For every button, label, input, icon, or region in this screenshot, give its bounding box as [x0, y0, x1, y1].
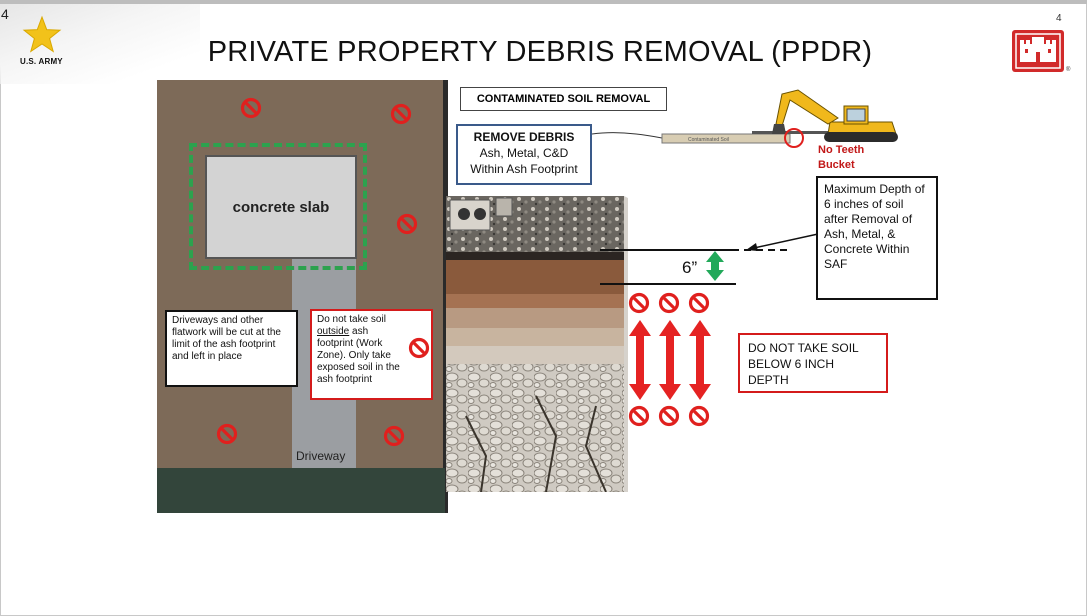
outside-note-text-1: Do not take soil	[317, 314, 386, 325]
outside-footprint-text: Do not take soil outside ash footprint (…	[317, 314, 401, 386]
ash-footprint-boundary	[189, 143, 367, 270]
excavator-illustration: Contaminated Soil	[592, 89, 898, 148]
concrete-slab-label: concrete slab	[232, 198, 330, 216]
registered-mark: ®	[1066, 67, 1071, 73]
usace-castle-icon	[1012, 30, 1064, 72]
outside-footprint-note: Do not take soil outside ash footprint (…	[310, 309, 433, 400]
window-top-border	[0, 0, 1087, 4]
driveway-note: Driveways and other flatwork will be cut…	[165, 310, 298, 387]
outside-note-text-2: ash footprint (Work Zone). Only take exp…	[317, 326, 400, 385]
prohibition-icon	[628, 405, 650, 427]
slide-number-right: 4	[1056, 13, 1062, 24]
remove-debris-heading: REMOVE DEBRIS	[473, 130, 575, 144]
lot-edge	[443, 80, 448, 513]
pointer-arrow	[746, 233, 819, 251]
contaminated-soil-title-text: CONTAMINATED SOIL REMOVAL	[476, 93, 651, 105]
outside-note-underlined: outside	[317, 326, 350, 337]
do-not-take-soil-note: DO NOT TAKE SOIL BELOW 6 INCH DEPTH	[738, 333, 888, 393]
remove-debris-box: REMOVE DEBRIS Ash, Metal, C&D Within Ash…	[456, 124, 592, 185]
slide-number-left: 4	[1, 6, 9, 22]
no-teeth-bucket-label: No Teeth Bucket	[818, 143, 864, 173]
contaminated-soil-label: Contaminated Soil	[688, 137, 729, 143]
driveway-label: Driveway	[296, 449, 346, 463]
prohibition-icon	[688, 292, 710, 314]
remove-debris-line-1: Ash, Metal, C&D	[479, 146, 569, 160]
no-teeth-line-1: No Teeth	[818, 144, 865, 156]
prohibition-icon	[383, 425, 405, 447]
prohibition-icon	[658, 292, 680, 314]
prohibition-icon	[396, 213, 418, 235]
remove-debris-line-2: Within Ash Footprint	[470, 162, 578, 176]
prohibition-icon	[240, 97, 262, 119]
army-label: U.S. ARMY	[20, 57, 63, 66]
prohibition-icon	[216, 423, 238, 445]
prohibition-icon	[688, 405, 710, 427]
page-title: PRIVATE PROPERTY DEBRIS REMOVAL (PPDR)	[207, 36, 873, 68]
red-double-arrows	[629, 320, 711, 400]
soil-cross-section	[446, 196, 628, 492]
depth-label: 6”	[682, 258, 698, 277]
street	[157, 468, 445, 513]
prohibition-icon	[390, 103, 412, 125]
max-depth-note: Maximum Depth of 6 inches of soil after …	[816, 176, 938, 300]
prohibition-icon	[658, 405, 680, 427]
army-star-icon	[22, 15, 62, 53]
prohibition-icon	[408, 337, 430, 359]
contaminated-soil-title: CONTAMINATED SOIL REMOVAL	[460, 87, 667, 111]
prohibition-icon	[628, 292, 650, 314]
depth-indicator	[600, 249, 792, 285]
no-teeth-line-2: Bucket	[818, 159, 855, 171]
concrete-slab: concrete slab	[205, 155, 357, 259]
